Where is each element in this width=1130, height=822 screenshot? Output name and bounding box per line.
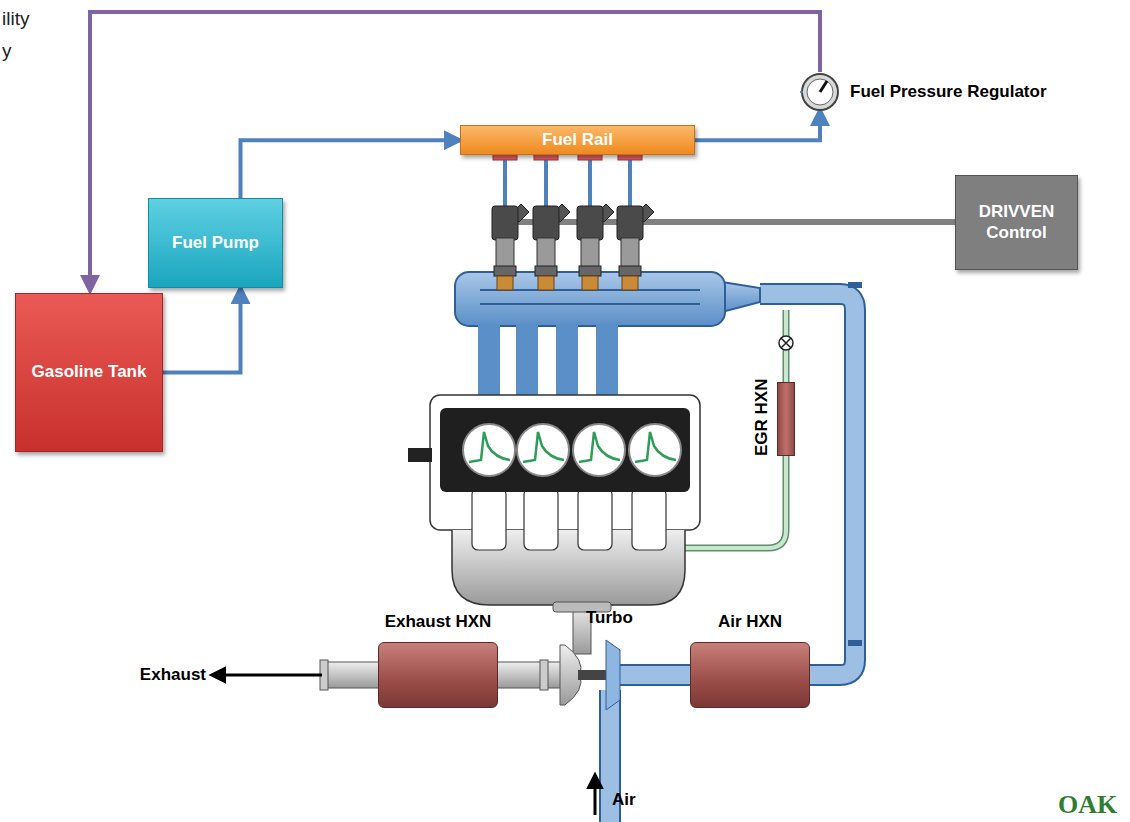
intake-manifold: [455, 272, 760, 398]
fuel-injectors: [492, 150, 654, 290]
fuel-return-line: [90, 12, 820, 291]
fuel-line: [695, 110, 820, 140]
exchanger-body: [690, 642, 810, 708]
injector-feeds: [505, 160, 630, 208]
egr-cooler: [777, 382, 795, 456]
air-arrow: [594, 775, 597, 815]
part-label: Exhaust: [140, 665, 206, 685]
node-label: Fuel Pump: [172, 233, 259, 253]
exchanger-body: [378, 642, 498, 708]
component-box: Gasoline Tank: [15, 293, 163, 452]
cut-off-text: y: [2, 40, 12, 62]
exhaust-arrow: [212, 674, 322, 677]
heat-exchanger: Air HXN: [670, 606, 830, 710]
node-label: DRIVVEN Control: [964, 202, 1069, 243]
node-label: EGR HXN: [752, 378, 772, 455]
part-label: Turbo: [586, 608, 633, 628]
node-label: Gasoline Tank: [32, 362, 147, 382]
heat-exchanger: Exhaust HXN: [358, 606, 518, 710]
component-box: Fuel Pump: [148, 198, 283, 288]
node-label: Exhaust HXN: [385, 612, 492, 632]
fuel-line: [241, 140, 461, 198]
gauge-icon: [800, 72, 840, 112]
part-label: Air: [612, 790, 636, 810]
engine-block: [408, 395, 700, 605]
exhaust-pipe: [320, 602, 620, 710]
egr-exchanger: EGR HXN: [748, 362, 798, 472]
node-label: Fuel Rail: [542, 130, 613, 150]
component-box: Fuel Rail: [460, 125, 695, 155]
node-label: Fuel Pressure Regulator: [850, 82, 1047, 102]
logo-text: OAK: [1058, 790, 1117, 820]
component-box: DRIVVEN Control: [955, 175, 1078, 270]
control-wire: [505, 219, 958, 225]
cut-off-text: ility: [2, 8, 29, 30]
node-label: Air HXN: [718, 612, 782, 632]
fuel-line: [163, 288, 241, 373]
regulator-gauge: Fuel Pressure Regulator: [800, 72, 1055, 112]
